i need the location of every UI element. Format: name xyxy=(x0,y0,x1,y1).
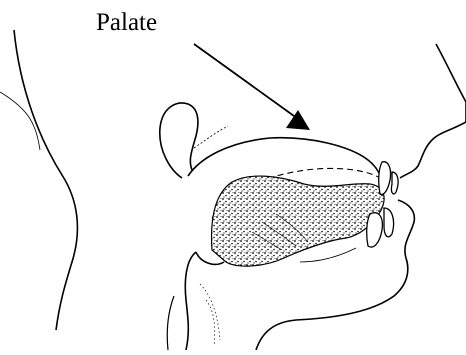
velum-dotted-line xyxy=(194,126,228,148)
jaw-dotted-lines xyxy=(200,284,220,346)
face-profile-outline xyxy=(400,44,466,178)
head-inner-curve xyxy=(0,92,40,150)
palate-label: Palate xyxy=(96,8,157,38)
jaw-outline xyxy=(185,252,224,350)
velum-outline xyxy=(160,103,198,178)
pharynx-outline xyxy=(167,296,174,350)
floor-of-mouth xyxy=(300,248,356,262)
tongue xyxy=(212,176,385,266)
palate-arch xyxy=(188,138,382,180)
head-back-outline xyxy=(14,30,77,330)
lower-teeth xyxy=(367,208,394,247)
palate-arrow-shaft xyxy=(194,44,294,116)
upper-teeth xyxy=(379,162,398,195)
